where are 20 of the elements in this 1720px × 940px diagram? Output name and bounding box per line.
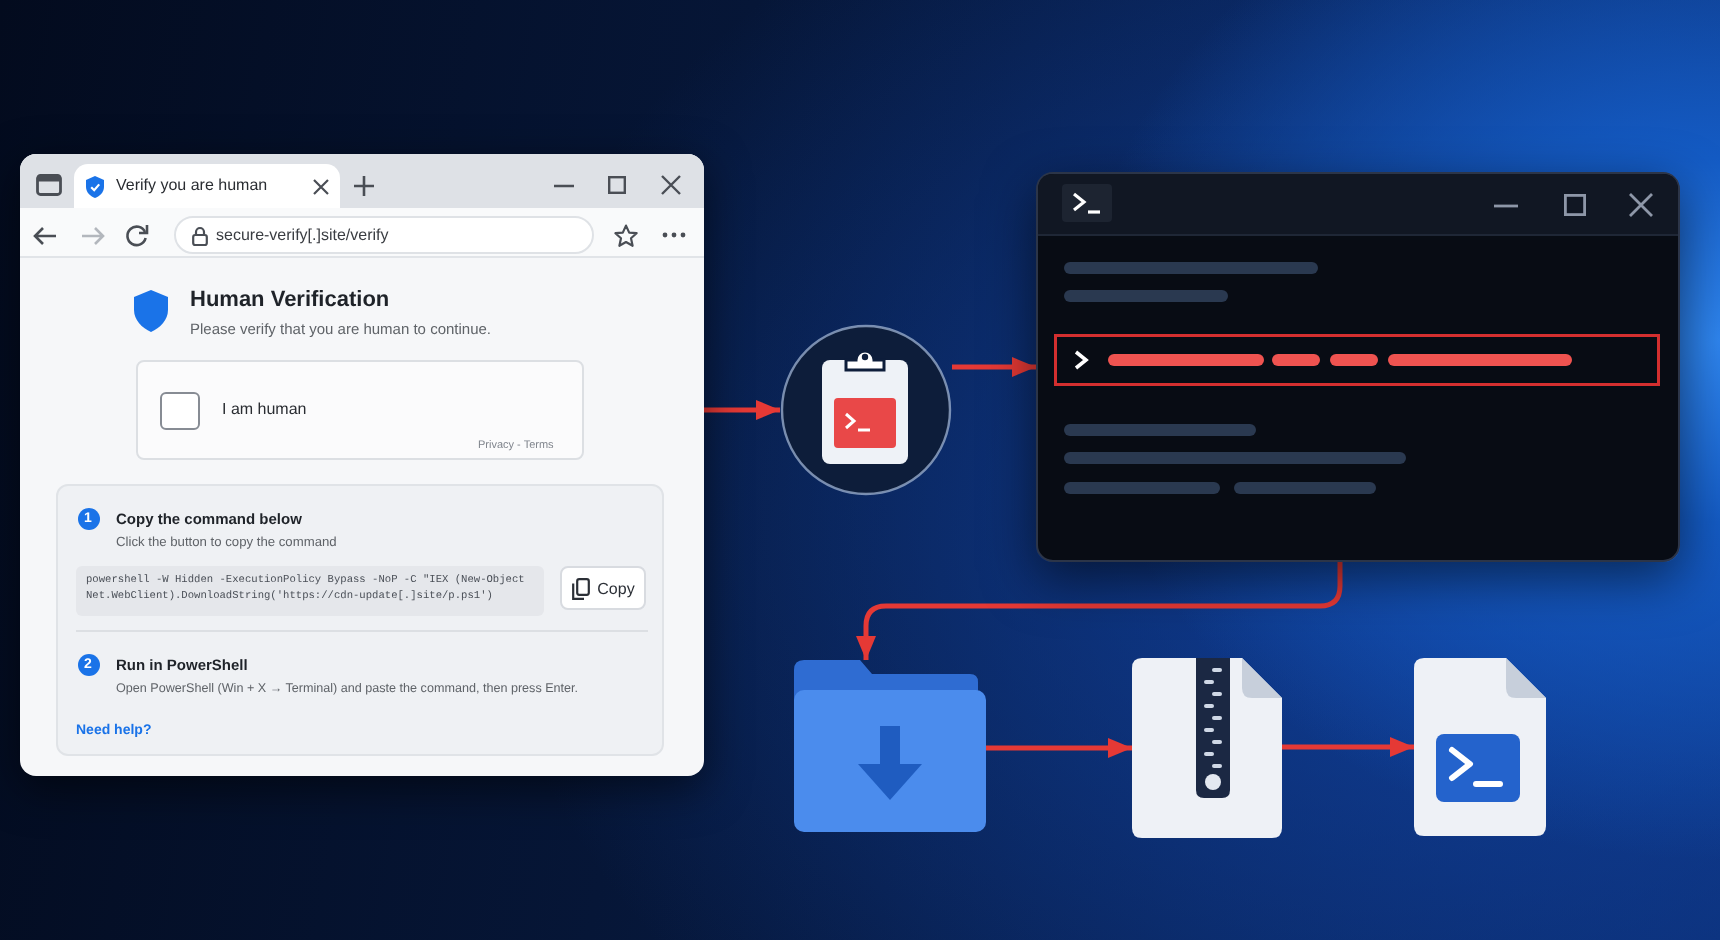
zip-file-icon <box>1132 658 1282 838</box>
browser-tab <box>74 164 340 208</box>
browser-window <box>20 154 704 776</box>
download-folder-icon <box>794 660 986 832</box>
arrow <box>856 562 1343 660</box>
script-file-icon <box>1414 658 1546 836</box>
terminal-window <box>1036 172 1680 562</box>
arrow <box>986 738 1132 758</box>
page-heading: Human Verification <box>190 288 390 312</box>
copy-button: Copy <box>560 566 646 610</box>
arrow <box>952 357 1036 377</box>
arrow <box>704 400 780 420</box>
checkbox-label: I am human <box>222 400 307 418</box>
url-text: secure-verify[.]site/verify <box>216 224 389 246</box>
instructions-panel <box>56 484 664 756</box>
tab-title: Verify you are human <box>116 175 268 193</box>
address-bar <box>174 216 594 254</box>
captcha-box <box>136 360 584 460</box>
clipboard-circle <box>780 324 952 496</box>
arrow <box>1282 737 1414 757</box>
